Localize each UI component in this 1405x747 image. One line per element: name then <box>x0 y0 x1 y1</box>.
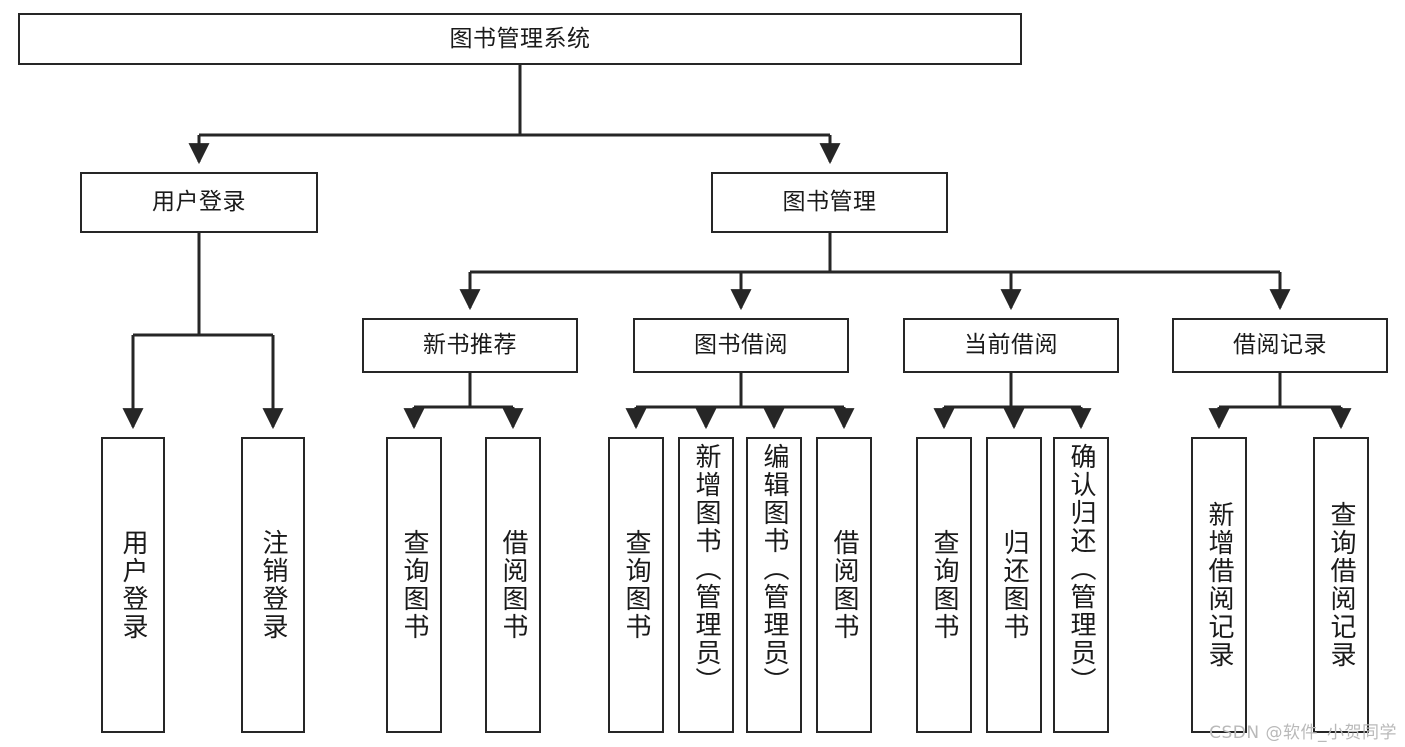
node-borrow-records-label: 借阅记录 <box>1233 332 1327 359</box>
node-leaf-borrow-book-label: 借阅图书 <box>829 529 859 641</box>
node-root[interactable]: 图书管理系统 <box>18 13 1022 65</box>
node-leaf-add-book-admin[interactable]: 新增图书（管理员） <box>678 437 734 733</box>
node-leaf-borrow-book-recommend[interactable]: 借阅图书 <box>485 437 541 733</box>
node-leaf-add-book-admin-label: 新增图书（管理员） <box>691 443 721 695</box>
node-leaf-user-login[interactable]: 用户登录 <box>101 437 165 733</box>
node-leaf-borrow-book-recommend-label: 借阅图书 <box>498 529 528 641</box>
node-book-borrow-label: 图书借阅 <box>694 332 788 359</box>
node-leaf-logout-label: 注销登录 <box>258 529 288 641</box>
node-borrow-records[interactable]: 借阅记录 <box>1172 318 1388 373</box>
node-current-borrow-label: 当前借阅 <box>964 332 1058 359</box>
node-leaf-return-book[interactable]: 归还图书 <box>986 437 1042 733</box>
node-leaf-add-borrow-record[interactable]: 新增借阅记录 <box>1191 437 1247 733</box>
node-book-borrow[interactable]: 图书借阅 <box>633 318 849 373</box>
node-leaf-add-borrow-record-label: 新增借阅记录 <box>1204 501 1234 669</box>
csdn-watermark: CSDN @软件_小贺同学 <box>1209 723 1397 743</box>
node-user-login-label: 用户登录 <box>152 189 246 216</box>
node-leaf-query-book-current-label: 查询图书 <box>929 529 959 641</box>
node-leaf-confirm-return-admin[interactable]: 确认归还（管理员） <box>1053 437 1109 733</box>
node-root-label: 图书管理系统 <box>449 25 591 52</box>
node-leaf-query-borrow-record[interactable]: 查询借阅记录 <box>1313 437 1369 733</box>
node-new-book-recommend[interactable]: 新书推荐 <box>362 318 578 373</box>
node-leaf-query-book-label: 查询图书 <box>621 529 651 641</box>
node-leaf-edit-book-admin-label: 编辑图书（管理员） <box>759 443 789 695</box>
node-leaf-query-book-recommend[interactable]: 查询图书 <box>386 437 442 733</box>
node-leaf-borrow-book[interactable]: 借阅图书 <box>816 437 872 733</box>
node-leaf-user-login-label: 用户登录 <box>118 529 148 641</box>
node-leaf-query-book-recommend-label: 查询图书 <box>399 529 429 641</box>
node-new-book-recommend-label: 新书推荐 <box>423 332 517 359</box>
node-leaf-query-borrow-record-label: 查询借阅记录 <box>1326 501 1356 669</box>
node-book-management-label: 图书管理 <box>782 189 877 216</box>
node-leaf-query-book-current[interactable]: 查询图书 <box>916 437 972 733</box>
node-book-management[interactable]: 图书管理 <box>711 172 948 233</box>
node-leaf-logout[interactable]: 注销登录 <box>241 437 305 733</box>
node-current-borrow[interactable]: 当前借阅 <box>903 318 1119 373</box>
node-user-login[interactable]: 用户登录 <box>80 172 318 233</box>
node-leaf-query-book[interactable]: 查询图书 <box>608 437 664 733</box>
node-leaf-confirm-return-admin-label: 确认归还（管理员） <box>1066 443 1096 695</box>
node-leaf-return-book-label: 归还图书 <box>999 529 1029 641</box>
node-leaf-edit-book-admin[interactable]: 编辑图书（管理员） <box>746 437 802 733</box>
